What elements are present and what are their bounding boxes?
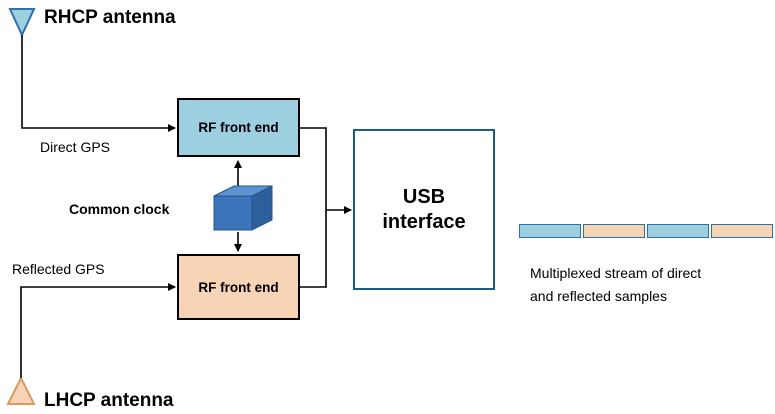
stream-caption-line1: Multiplexed stream of direct bbox=[530, 265, 702, 281]
common-clock-label: Common clock bbox=[69, 201, 170, 217]
usb-label-line1: USB bbox=[402, 185, 446, 208]
rf-front-end-reflected: RF front end bbox=[177, 254, 300, 320]
lhcp-antenna-label: LHCP antenna bbox=[44, 390, 174, 411]
reflected-gps-label: Reflected GPS bbox=[12, 261, 105, 277]
direct-gps-wire bbox=[21, 35, 176, 132]
stream-segment-reflected-1 bbox=[583, 224, 645, 238]
reflected-gps-wire bbox=[20, 283, 176, 378]
usb-interface-box: USB interface bbox=[353, 129, 495, 290]
usb-label-line2: interface bbox=[382, 210, 466, 233]
bottom-to-usb-wire bbox=[300, 210, 327, 288]
top-to-usb-wire bbox=[300, 127, 327, 210]
stream-caption-line2: and reflected samples bbox=[530, 288, 667, 304]
stream-segment-reflected-2 bbox=[711, 224, 773, 238]
lhcp-antenna-icon bbox=[6, 375, 36, 405]
rf-front-end-direct-label: RF front end bbox=[198, 120, 279, 135]
rf-front-end-direct: RF front end bbox=[177, 98, 300, 157]
rf-front-end-reflected-label: RF front end bbox=[198, 279, 279, 295]
direct-gps-label: Direct GPS bbox=[40, 139, 111, 155]
stream-segment-direct-1 bbox=[519, 224, 581, 238]
clock-cube-icon bbox=[213, 185, 273, 231]
rhcp-antenna-icon bbox=[8, 8, 36, 38]
rhcp-antenna-label: RHCP antenna bbox=[44, 7, 176, 28]
stream-segment-direct-2 bbox=[647, 224, 709, 238]
